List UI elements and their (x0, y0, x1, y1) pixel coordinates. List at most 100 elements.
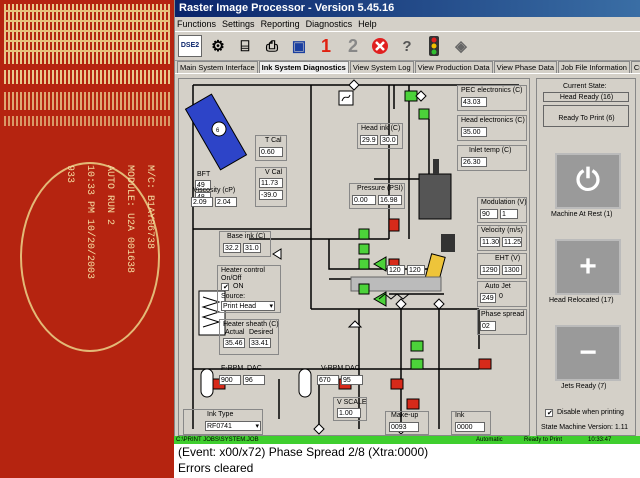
frpm-value: 900 (219, 375, 241, 385)
layers-icon[interactable]: ◈ (455, 38, 467, 55)
menu-functions[interactable]: Functions (177, 19, 217, 29)
tcal-value: 0.60 (259, 147, 283, 157)
state-1: Head Ready (16) (543, 92, 629, 102)
jets-ready-button[interactable]: − (555, 325, 621, 381)
ink-type-label: Ink Type (207, 411, 234, 418)
help-icon[interactable]: ? (402, 37, 412, 55)
makeup-label: Make-up (391, 412, 419, 419)
modulation-label: Modulation (V) (481, 199, 527, 206)
head-relocated-label: Head Relocated (17) (549, 297, 614, 304)
phase-spread-value: 02 (480, 321, 496, 331)
base-ink-value-2: 31.0 (243, 243, 261, 253)
pressure-value-1: 0.00 (352, 195, 376, 205)
frpm-label: F-RPM (221, 365, 244, 372)
dse-button[interactable]: DSE2 (178, 35, 202, 57)
velocity-value-1: 11.30 (480, 237, 500, 247)
vcal-label: V Cal (265, 169, 283, 176)
ink-system-diagram: 6 (178, 78, 530, 436)
autojet-label: Auto Jet (485, 283, 511, 290)
tcal-label: T Cal (265, 137, 282, 144)
base-ink-value-1: 32.2 (223, 243, 241, 253)
bft-label: BFT (197, 171, 211, 178)
traffic-light-icon[interactable] (423, 35, 445, 57)
toolbar: DSE2 ⚙ ⌸ ⎙ ▣ 1 2 ? ◈ (175, 31, 640, 61)
phase-spread-label: Phase spread (481, 311, 525, 318)
stop-icon[interactable] (369, 35, 391, 57)
tab-job-file[interactable]: Job File Information (558, 61, 630, 73)
head-ink-value-2: 30.0 (380, 135, 398, 145)
head1-button[interactable]: 1 (320, 35, 331, 56)
frpm-dac-value: 96 (243, 375, 265, 385)
state-panel: Current State: Head Ready (16) Ready To … (536, 78, 636, 436)
pressure-label: Pressure (PSI) (357, 185, 403, 192)
head2-button[interactable]: 2 (347, 35, 358, 56)
heater-source-select[interactable]: Print Head▾ (221, 301, 275, 311)
heater-onoff-label: On/Off (221, 275, 242, 282)
tab-system-log[interactable]: View System Log (349, 61, 414, 73)
heater-control-label: Heater control (221, 267, 265, 274)
vrpm-dac-value: 95 (341, 375, 363, 385)
inlet-temp-value: 26.30 (461, 157, 487, 167)
menu-help[interactable]: Help (358, 19, 377, 29)
modulation-value-2: 1 (500, 209, 518, 219)
heater-sheath-value-1: 35.46 (223, 338, 245, 348)
machine-at-rest-button[interactable]: ⏻ (555, 153, 621, 209)
ink-level-label: Ink (455, 412, 465, 419)
jets-ready-label: Jets Ready (7) (561, 383, 607, 390)
print-sample-panel: M/C: B1AY06738 MODULE: U2A 001638 AUTO R… (0, 0, 174, 478)
print-head (418, 173, 452, 220)
ink-type-select[interactable]: RF0741▾ (205, 421, 261, 431)
vcal-value-1: 11.73 (259, 178, 283, 188)
event-line-1: (Event: x00/x72) Phase Spread 2/8 (Xtra:… (178, 445, 429, 459)
pressure-value-2: 16.98 (378, 195, 402, 205)
heater-actual-label: Actual (225, 329, 245, 336)
heater-sheath-label: Heater sheath (C) (223, 321, 279, 328)
autojet-value: 249 (480, 293, 496, 303)
head-relocated-button[interactable]: + (555, 239, 621, 295)
eht-value-2: 1300 (502, 265, 522, 275)
print-text: M/C: B1AY06738 MODULE: U2A 001638 AUTO R… (64, 165, 155, 280)
tab-main-system[interactable]: Main System Interface (177, 61, 258, 73)
heater-checkbox[interactable]: ✔ (221, 283, 229, 291)
tab-ink-system[interactable]: Ink System Diagnostics (258, 61, 349, 73)
print-icon[interactable]: ⎙ (265, 37, 278, 55)
menu-diagnostics[interactable]: Diagnostics (305, 19, 353, 29)
head-ink-label: Head ink (C) (361, 125, 401, 132)
current-state-label: Current State: (563, 83, 607, 90)
monitor-icon[interactable]: ▣ (291, 38, 307, 55)
network-icon[interactable]: ⌸ (240, 37, 250, 55)
tab-production-data[interactable]: View Production Data (414, 61, 493, 73)
eht-value-1: 1290 (480, 265, 500, 275)
status-state: Ready to Print (524, 437, 563, 443)
eht-label: EHT (V) (495, 255, 521, 262)
tab-custom-settings[interactable]: Custom Settings (630, 61, 640, 73)
menu-settings[interactable]: Settings (222, 19, 255, 29)
connect-icon[interactable]: ⚙ (211, 38, 225, 55)
base-ink-label: Base ink (C) (227, 233, 266, 240)
viscosity-value-1: 2.09 (191, 197, 213, 207)
head-electronics-label: Head electronics (C) (461, 117, 525, 124)
event-log: (Event: x00/x72) Phase Spread 2/8 (Xtra:… (174, 444, 640, 478)
tab-phase-data[interactable]: View Phase Data (493, 61, 558, 73)
velocity-label: Velocity (m/s) (481, 227, 524, 234)
status-path: C:\PRINT JOBS\SYSTEM.JOB (176, 437, 259, 443)
head-electronics-value: 35.00 (461, 127, 487, 137)
state-machine-version: State Machine Version: 1.11 (541, 424, 629, 431)
tab-bar: Main System Interface Ink System Diagnos… (175, 61, 640, 74)
disable-when-printing-checkbox[interactable]: ✔ (545, 409, 553, 417)
head-ink-value-1: 29.9 (360, 135, 378, 145)
disable-when-printing-label: Disable when printing (557, 409, 624, 416)
heater-desired-label: Desired (249, 329, 274, 336)
inlet-temp-label: Inlet temp (C) (469, 147, 512, 154)
viscosity-value-2: 2.04 (215, 197, 237, 207)
menubar: Functions Settings Reporting Diagnostics… (175, 17, 640, 31)
drop-value-2: 120 (407, 265, 425, 275)
status-time: 10:33:47 (588, 437, 612, 443)
bft-value-1: 49 (195, 180, 211, 190)
pec-value: 43.03 (461, 97, 487, 107)
vscale-label: V SCALE (337, 399, 367, 406)
ink-level-value: 0000 (455, 422, 485, 432)
autojet-value-2: 0 (499, 293, 503, 300)
menu-reporting[interactable]: Reporting (260, 19, 300, 29)
vscale-value: 1.00 (337, 408, 361, 418)
